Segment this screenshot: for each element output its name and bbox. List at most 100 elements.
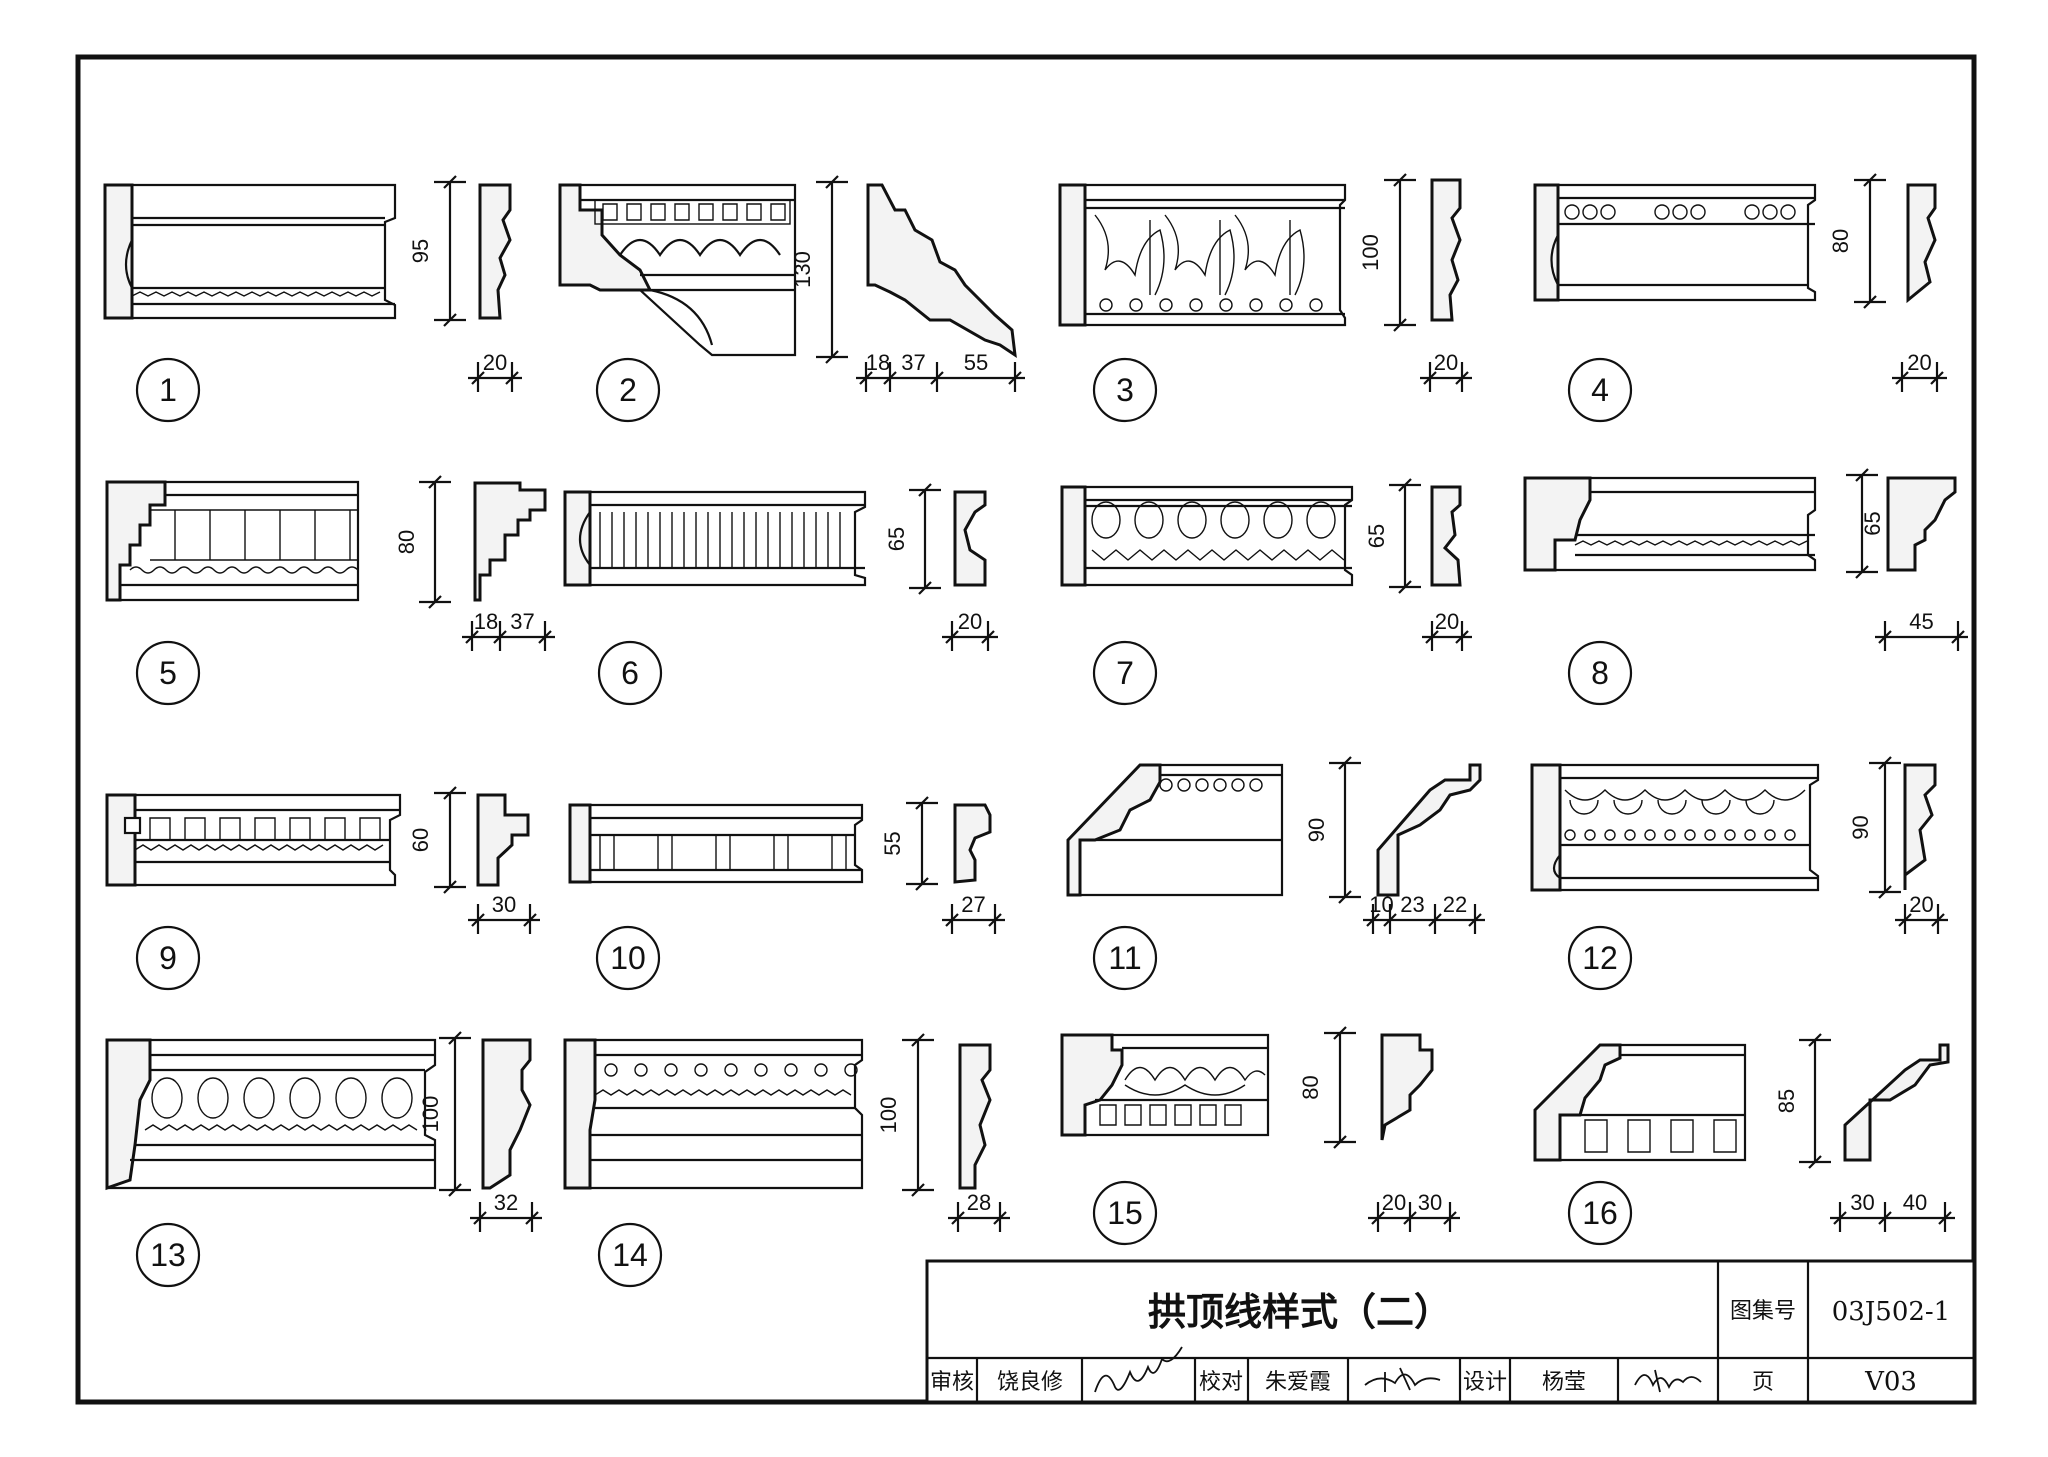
checker-name: 朱爱霞 — [1265, 1370, 1331, 1395]
number-circle-10: 10 — [595, 925, 661, 991]
dimension-tick — [1930, 371, 1944, 385]
dimension-tick — [1425, 630, 1439, 644]
dimension-height-label-1: 95 — [408, 239, 433, 263]
number-circle-7: 7 — [1092, 640, 1158, 706]
dimension-width-label-8: 45 — [1909, 609, 1933, 634]
number-label: 13 — [150, 1237, 186, 1273]
dimension-tick — [1951, 630, 1965, 644]
dimension-width-label-16: 30 — [1850, 1190, 1874, 1215]
dimension-tick — [1423, 371, 1437, 385]
dimension-width-label-5: 37 — [510, 609, 534, 634]
dimension-width-label-7: 20 — [1435, 609, 1459, 634]
number-label: 6 — [621, 655, 639, 691]
dimension-tick — [1443, 1211, 1457, 1225]
dimension-tick — [428, 475, 442, 489]
number-label: 15 — [1107, 1195, 1143, 1231]
number-circle-11: 11 — [1092, 925, 1158, 991]
number-circle-5: 5 — [135, 640, 201, 706]
dimension-tick — [981, 630, 995, 644]
dimension-tick — [1338, 890, 1352, 904]
molding-2 — [558, 183, 1017, 359]
dimension-width-label-2: 55 — [964, 350, 988, 375]
designer-name: 杨莹 — [1542, 1370, 1586, 1395]
dimension-tick — [1393, 318, 1407, 332]
number-circle-13: 13 — [135, 1222, 201, 1288]
dimension-height-label-9: 60 — [408, 828, 433, 852]
dimension-tick — [1895, 371, 1909, 385]
dimension-width-label-15: 20 — [1382, 1190, 1406, 1215]
dimension-tick — [1898, 913, 1912, 927]
number-label: 12 — [1582, 940, 1618, 976]
page-code: V03 — [1864, 1367, 1917, 1397]
dimension-width-label-9: 30 — [492, 892, 516, 917]
number-label: 16 — [1582, 1195, 1618, 1231]
dimension-tick — [1833, 1211, 1847, 1225]
dimension-width-label-13: 32 — [494, 1190, 518, 1215]
number-label: 9 — [159, 940, 177, 976]
dimension-width-label-2: 37 — [901, 350, 925, 375]
dimension-height-label-10: 55 — [880, 831, 905, 855]
dimension-height-label-8: 65 — [1860, 511, 1885, 535]
dimension-height-label-6: 65 — [884, 527, 909, 551]
dimension-width-label-11: 23 — [1400, 892, 1424, 917]
dimension-tick — [1878, 1211, 1892, 1225]
dimension-tick — [1383, 913, 1397, 927]
dimension-tick — [1863, 295, 1877, 309]
dimension-width-label-3: 20 — [1434, 350, 1458, 375]
dimension-tick — [1333, 1026, 1347, 1040]
dimension-tick — [1878, 630, 1892, 644]
dimension-width-label-1: 20 — [483, 350, 507, 375]
dimension-height-label-3: 100 — [1358, 234, 1383, 271]
dimension-tick — [523, 913, 537, 927]
dimension-height-label-16: 85 — [1774, 1089, 1799, 1113]
dimension-tick — [1455, 371, 1469, 385]
dimension-tick — [443, 786, 457, 800]
dimension-width-label-10: 27 — [961, 892, 985, 917]
title-block: 拱顶线样式（二） 图集号 03J502-1 页 V03 审核 饶良修 校对 朱爱… — [925, 1259, 1976, 1404]
check-label: 校对 — [1199, 1370, 1243, 1395]
dimension-tick — [915, 877, 929, 891]
dimension-tick — [1468, 913, 1482, 927]
atlas-code: 03J502-1 — [1832, 1297, 1950, 1327]
molding-8 — [1523, 476, 1957, 572]
number-circle-6: 6 — [597, 640, 663, 706]
reviewer-signature — [1094, 1346, 1183, 1393]
dimension-tick — [1863, 173, 1877, 187]
dimension-height-label-7: 65 — [1364, 524, 1389, 548]
dimension-tick — [1455, 630, 1469, 644]
page-label: 页 — [1752, 1370, 1774, 1395]
number-label: 3 — [1116, 372, 1134, 408]
dimension-height-label-5: 80 — [394, 530, 419, 554]
dimension-tick — [1808, 1033, 1822, 1047]
dimension-tick — [1398, 580, 1412, 594]
molding-15 — [1060, 1033, 1434, 1141]
dimension-tick — [915, 796, 929, 810]
dimension-height-label-4: 80 — [1828, 229, 1853, 253]
dimension-tick — [465, 630, 479, 644]
dimension-tick — [918, 483, 932, 497]
molding-5 — [105, 480, 547, 602]
dimension-width-label-16: 40 — [1903, 1190, 1927, 1215]
dimension-width-label-6: 20 — [958, 609, 982, 634]
dimension-tick — [1878, 885, 1892, 899]
number-label: 11 — [1108, 940, 1141, 976]
number-label: 2 — [619, 372, 637, 408]
number-circle-4: 4 — [1567, 357, 1633, 423]
molding-16 — [1533, 1043, 1950, 1162]
number-circle-1: 1 — [135, 357, 201, 423]
molding-1 — [103, 183, 512, 320]
dimension-tick — [951, 1211, 965, 1225]
reviewer-name: 饶良修 — [997, 1370, 1063, 1395]
dimension-tick — [443, 175, 457, 189]
number-label: 10 — [610, 940, 646, 976]
molding-14 — [563, 1038, 992, 1190]
molding-3 — [1058, 178, 1462, 327]
number-circle-14: 14 — [597, 1222, 663, 1288]
dimension-tick — [1855, 468, 1869, 482]
dimension-tick — [1338, 756, 1352, 770]
dimension-tick — [448, 1183, 462, 1197]
dimension-tick — [493, 630, 507, 644]
dimension-width-label-11: 10 — [1369, 892, 1393, 917]
dimension-width-label-14: 28 — [967, 1190, 991, 1215]
